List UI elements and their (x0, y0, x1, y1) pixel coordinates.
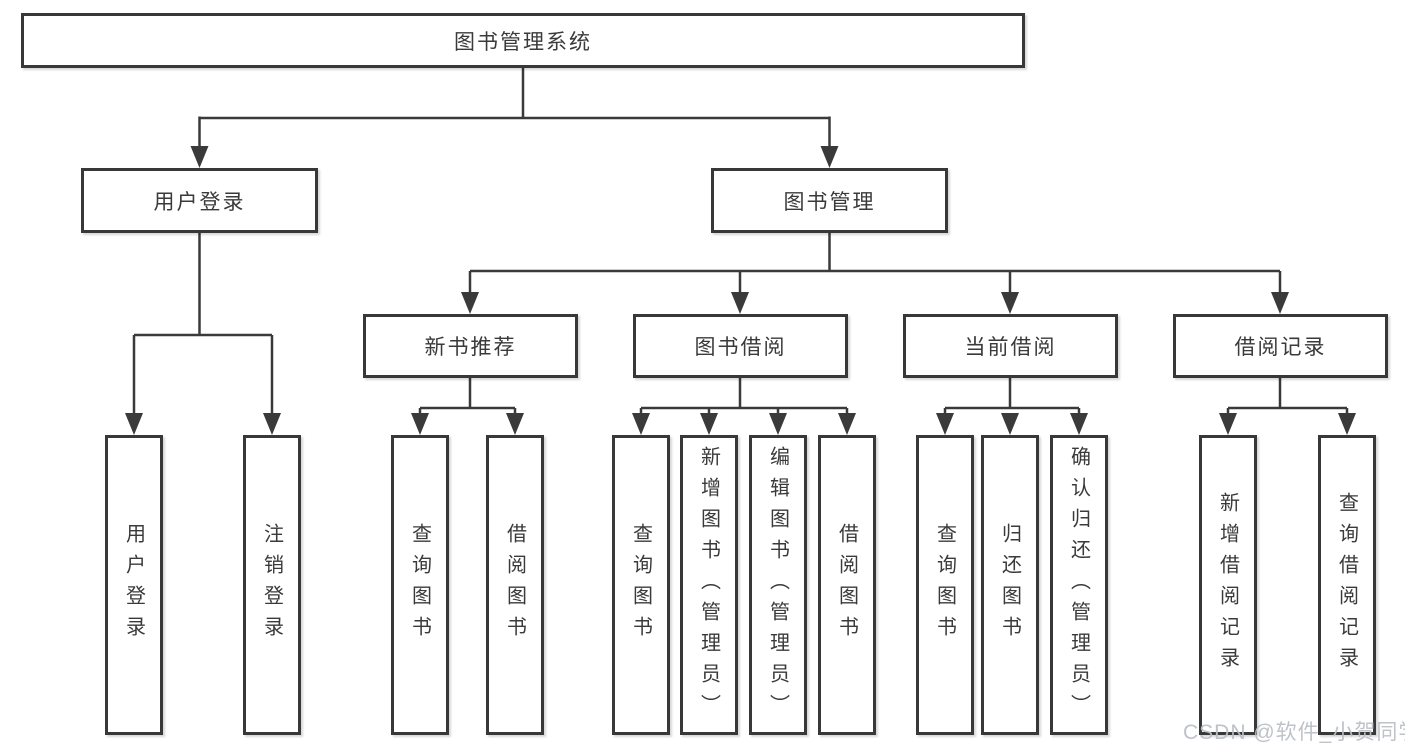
leaf-current-query-books: 查询图书 (916, 435, 974, 735)
node-current-borrowing: 当前借阅 (903, 314, 1118, 378)
leaf-borrowing-query-books: 查询图书 (612, 435, 670, 735)
csdn-watermark: CSDN @软件_小贺同学 (1183, 721, 1405, 744)
arrowheads (125, 146, 1356, 435)
node-book-management: 图书管理 (711, 168, 948, 233)
node-user-login: 用户登录 (81, 168, 318, 233)
node-book-borrowing: 图书借阅 (633, 314, 848, 378)
node-new-book-recommend: 新书推荐 (363, 314, 578, 378)
leaf-recommend-query-books: 查询图书 (391, 435, 449, 735)
leaf-logout-login: 注销登录 (243, 435, 301, 735)
leaf-records-add-record: 新增借阅记录 (1199, 435, 1257, 735)
leaf-borrowing-borrow-books: 借阅图书 (818, 435, 876, 735)
leaf-current-confirm-return-admin: 确认归还（管理员） (1050, 435, 1108, 735)
node-library-management-system: 图书管理系统 (21, 13, 1025, 68)
leaf-borrowing-edit-books-admin: 编辑图书（管理员） (749, 435, 807, 735)
leaf-user-login: 用户登录 (105, 435, 163, 735)
leaf-current-return-books: 归还图书 (981, 435, 1039, 735)
leaf-records-query-record: 查询借阅记录 (1318, 435, 1376, 735)
leaf-borrowing-add-books-admin: 新增图书（管理员） (680, 435, 738, 735)
node-borrowing-records: 借阅记录 (1173, 314, 1388, 378)
leaf-recommend-borrow-books: 借阅图书 (486, 435, 544, 735)
connector-path (132, 68, 1349, 414)
